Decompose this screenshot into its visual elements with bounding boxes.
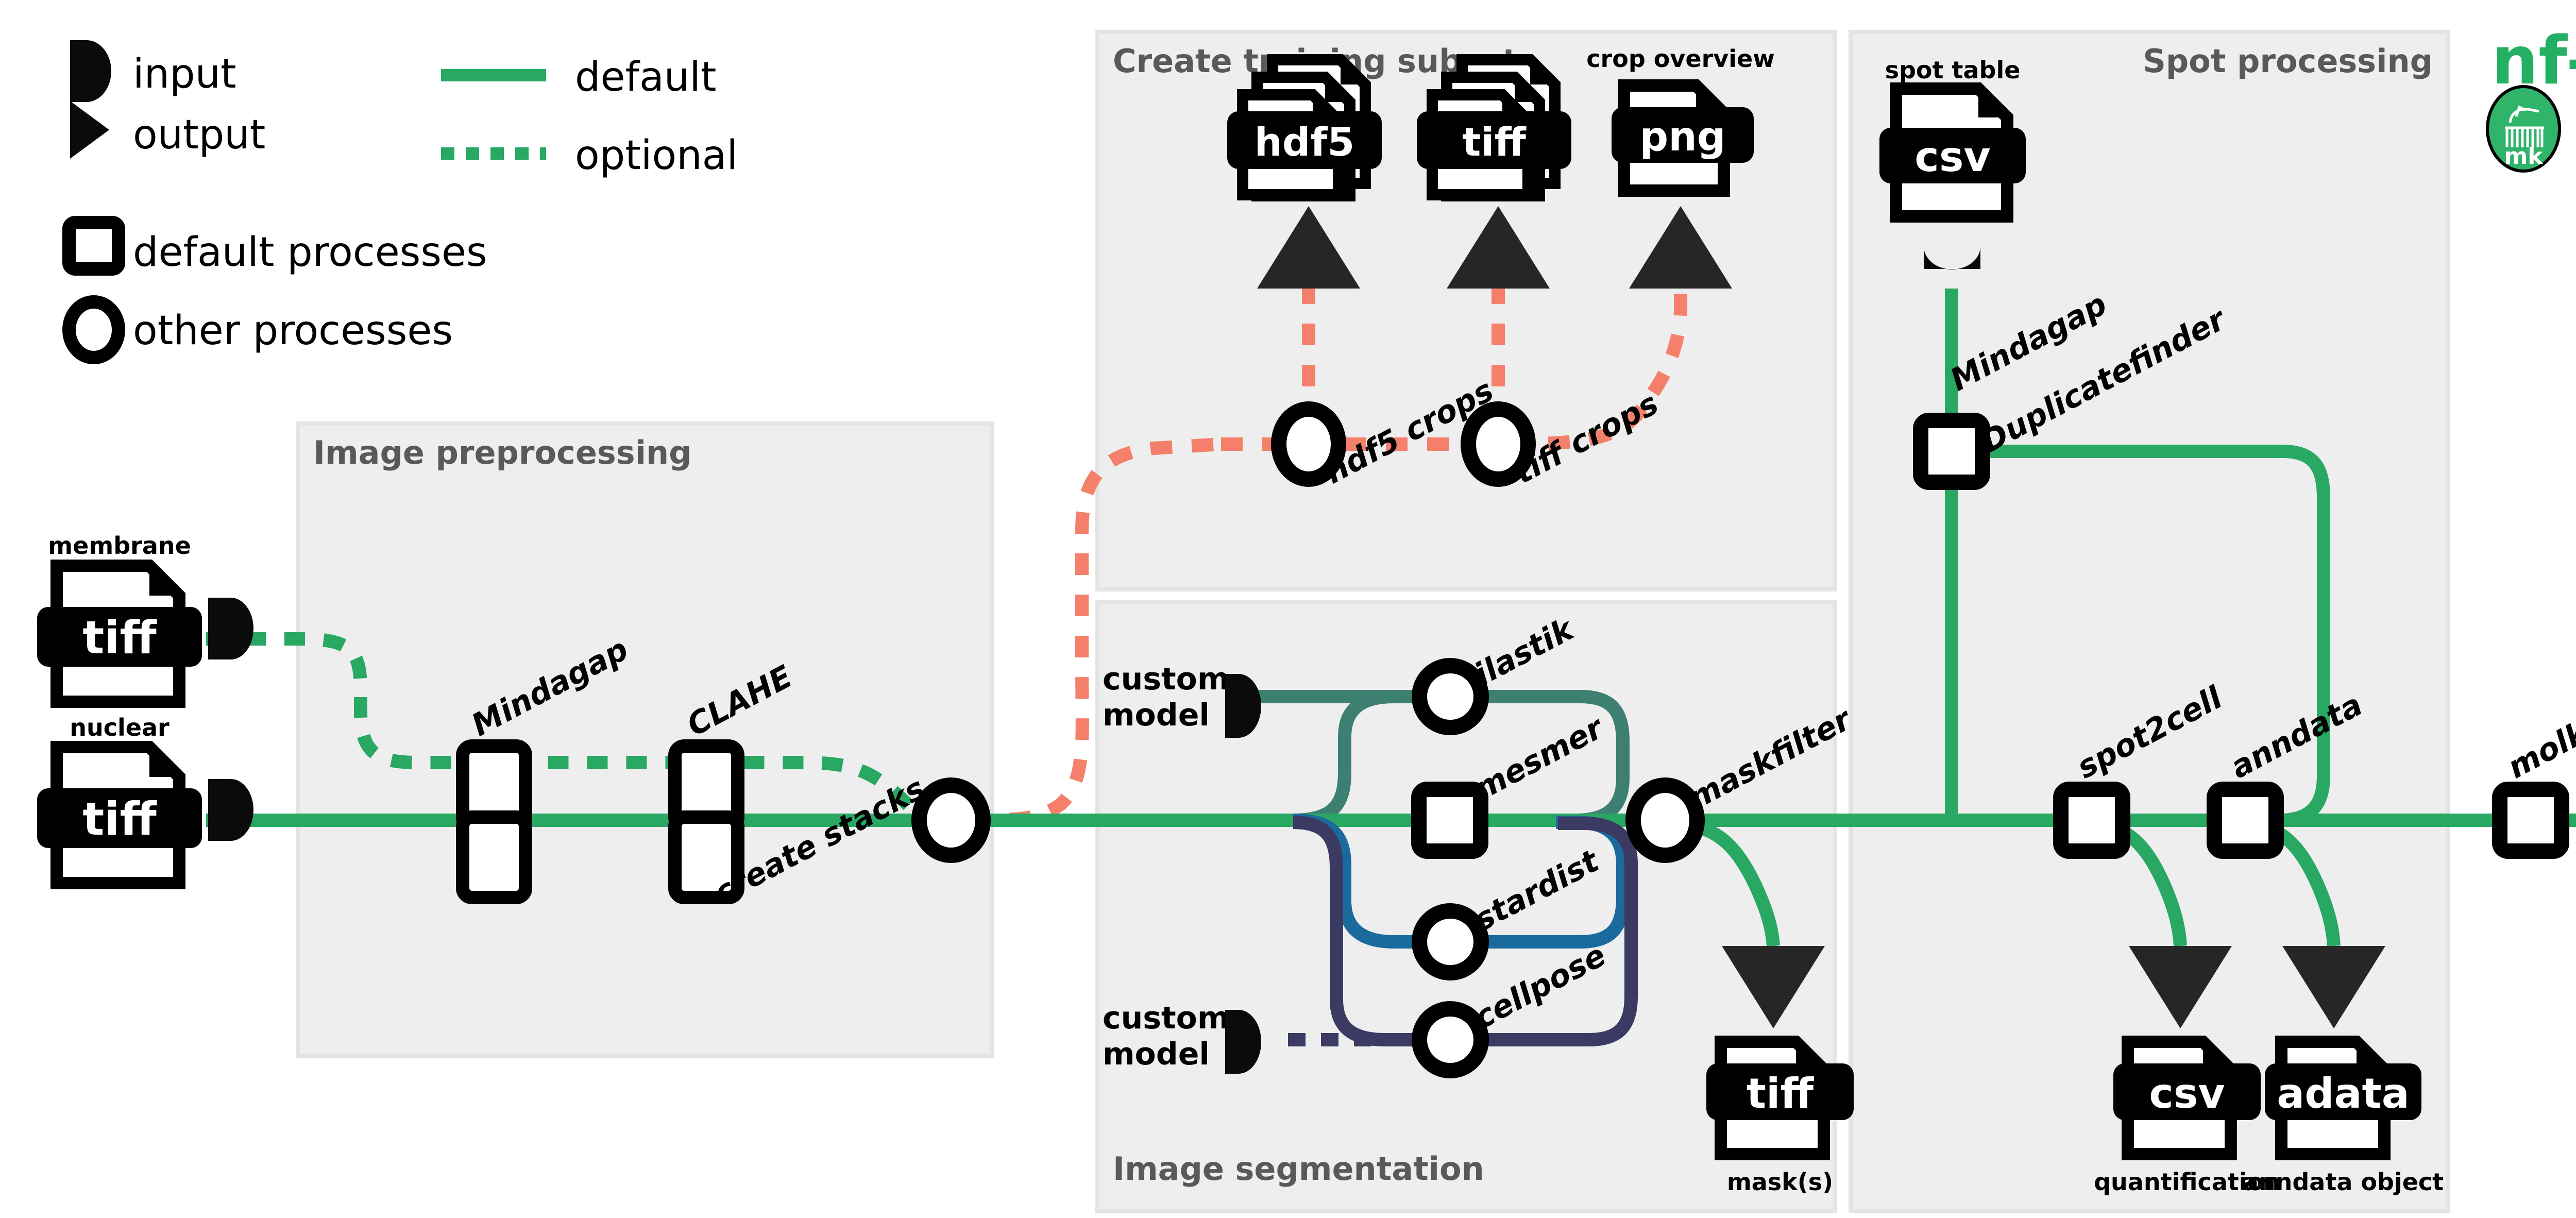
process-maskfilter[interactable]: [1625, 777, 1705, 863]
output-triangle-icon: [2129, 946, 2232, 1028]
legend: input output default processes other pro…: [62, 40, 738, 364]
output-file-hdf5[interactable]: hdf5: [1227, 54, 1382, 201]
file-ext-label: csv: [1914, 133, 1990, 181]
input-file-spot-table[interactable]: csv: [1879, 82, 2026, 223]
output-triangle-icon: [1722, 946, 1825, 1028]
input-caption-nuclear: nuclear: [70, 714, 170, 741]
input-shape-icon: [1924, 246, 1980, 269]
legend-square-process-icon: [62, 216, 125, 276]
input-shape-icon: [208, 779, 253, 841]
process-label-molkartqc: molkartqc: [2502, 671, 2576, 786]
output-arrows: [1257, 206, 2385, 1028]
mk-badge-text: mk: [2504, 143, 2544, 170]
output-file-quantification[interactable]: csv: [2113, 1036, 2261, 1160]
file-ext-label: adata: [2277, 1070, 2409, 1118]
process-anndata[interactable]: [2207, 782, 2284, 859]
brand-logo[interactable]: nf- core/ mk molkart: [2486, 13, 2576, 187]
process-mindagap-duplicatefinder[interactable]: [1913, 413, 1990, 490]
mk-badge-icon: mk: [2486, 85, 2561, 173]
panel-title-image-preprocessing: Image preprocessing: [313, 434, 691, 471]
legend-label-input: input: [133, 51, 236, 97]
process-tiff-crops[interactable]: [1461, 401, 1536, 487]
custom-model-label-line1: custom: [1103, 1000, 1229, 1036]
file-ext-label: hdf5: [1255, 119, 1354, 165]
legend-output-triangle-icon: [70, 101, 109, 159]
output-caption-crop-overview: crop overview: [1586, 45, 1774, 73]
legend-input-shape-icon: [70, 40, 111, 102]
file-ext-label: csv: [2149, 1070, 2225, 1118]
output-caption-anndata-object: anndata object: [2243, 1168, 2444, 1196]
output-file-png[interactable]: png: [1612, 79, 1754, 197]
process-hdf5-crops[interactable]: [1271, 401, 1346, 487]
process-spot2cell[interactable]: [2053, 782, 2130, 859]
input-caption-membrane: membrane: [48, 532, 191, 560]
input-file-membrane[interactable]: tiff: [37, 560, 202, 708]
custom-model-label-line2: model: [1103, 1036, 1210, 1072]
file-ext-label: png: [1639, 114, 1725, 160]
process-mesmer[interactable]: [1411, 782, 1488, 859]
legend-label-optional-line: optional: [575, 132, 738, 179]
input-shape-icon: [208, 598, 253, 659]
panel-title-spot-processing: Spot processing: [2143, 42, 2433, 80]
process-ilastik[interactable]: [1412, 658, 1489, 735]
process-clahe[interactable]: [668, 739, 744, 904]
output-triangle-icon: [1257, 206, 1360, 289]
custom-model-input-cellpose[interactable]: custom model: [1103, 1000, 1261, 1074]
input-file-nuclear[interactable]: tiff: [37, 741, 202, 889]
legend-circle-process-icon: [62, 295, 125, 364]
process-create-stacks[interactable]: [911, 777, 991, 863]
file-ext-label: tiff: [1462, 119, 1527, 165]
edge-optional-to-crops: [968, 437, 1222, 827]
file-ext-label: tiff: [82, 792, 157, 845]
input-caption-spot-table: spot table: [1885, 56, 2021, 84]
output-triangle-icon: [2282, 946, 2385, 1028]
input-shape-icon: [1225, 674, 1261, 738]
legend-label-output: output: [133, 112, 265, 158]
legend-label-other-processes: other processes: [133, 308, 453, 354]
legend-label-default-processes: default processes: [133, 229, 487, 276]
output-file-mask[interactable]: tiff: [1706, 1036, 1854, 1160]
custom-model-label-line1: custom: [1103, 661, 1229, 697]
output-file-anndata-object[interactable]: adata: [2265, 1036, 2421, 1160]
output-triangle-icon: [1629, 206, 1732, 289]
output-triangle-icon: [1447, 206, 1550, 289]
output-file-tiff-crops[interactable]: tiff: [1417, 54, 1571, 201]
input-shape-icon: [1225, 1010, 1261, 1074]
edge-membrane-optional: [206, 632, 938, 834]
custom-model-input-ilastik[interactable]: custom model: [1103, 661, 1261, 738]
panel-image-preprocessing: Image preprocessing: [296, 421, 994, 1058]
process-molkartqc[interactable]: [2492, 782, 2569, 859]
panel-title-image-segmentation: Image segmentation: [1113, 1150, 1484, 1188]
file-ext-label: tiff: [82, 611, 157, 664]
process-mindagap[interactable]: [456, 739, 532, 904]
brand-nf-prefix: nf-: [2492, 23, 2576, 99]
file-ext-label: tiff: [1747, 1070, 1815, 1118]
custom-model-label-line2: model: [1103, 697, 1210, 733]
process-cellpose[interactable]: [1412, 1001, 1489, 1078]
legend-label-default-line: default: [575, 54, 716, 100]
process-stardist[interactable]: [1412, 903, 1489, 980]
output-caption-quantification: quantification: [2094, 1168, 2280, 1196]
output-caption-mask: mask(s): [1727, 1168, 1833, 1196]
edge-cellpose-out: [1473, 817, 1638, 1046]
